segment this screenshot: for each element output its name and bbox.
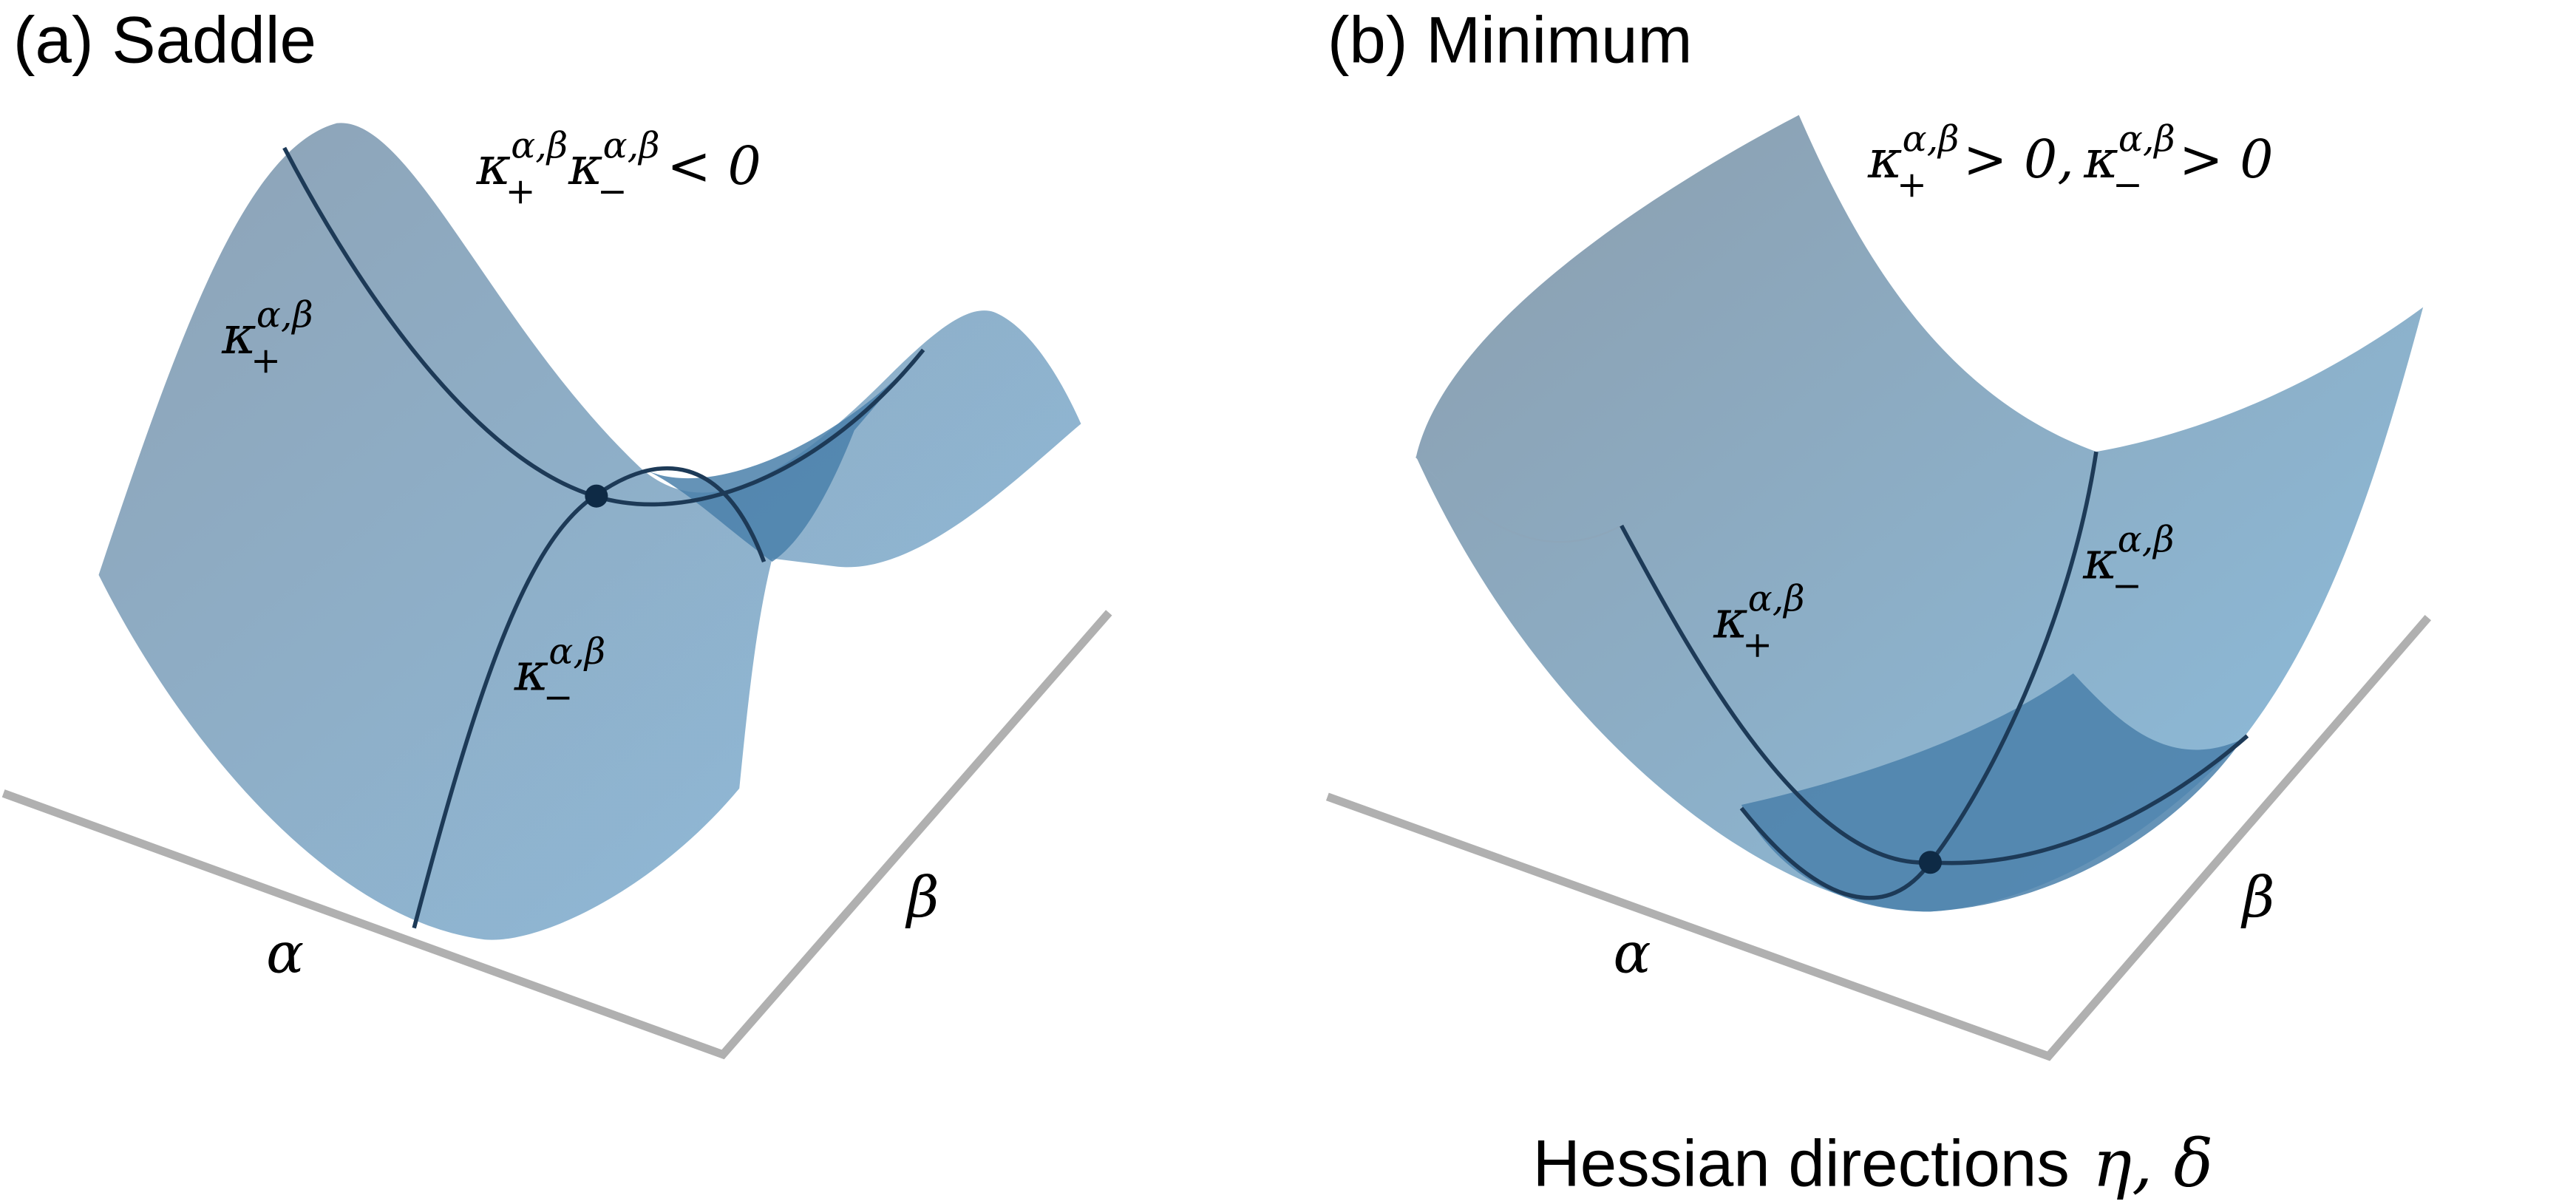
condition-label: κα,β+> 0,κα,β−> 0 [1867,118,2273,205]
saddle-underside [648,350,924,562]
critical-point [585,484,608,508]
curve-kappa-minus [412,466,767,929]
condition-label: κα,β+κα,β−< 0 [476,124,761,212]
kappa-minus-label: κα,β− [514,630,605,718]
panel-minimum: (b) Minimum κα,β+> 0,κα,β−> 0 κα,β+ κα,β… [1325,3,2432,1061]
bowl-dark-region [1741,673,2243,912]
axis-lines [1,610,1112,1060]
panel-saddle: (a) Saddle κα,β+κα,β−< 0 κα,β+ κα,β− α β [1,3,1112,1060]
axis-lines [1325,614,2432,1061]
saddle-surface [98,123,1081,940]
curve-kappa-minus [1739,451,2098,900]
kappa-plus-label: κα,β+ [221,293,313,381]
kappa-plus-label: κα,β+ [1713,578,1804,666]
axis-label-beta: β [905,865,939,930]
kappa-minus-label: κα,β− [2082,519,2174,607]
bowl-back-rim [1416,456,1622,543]
axis-label-alpha: α [1614,921,1651,986]
axis-label-alpha: α [266,921,304,986]
panel-title: (a) Saddle [13,3,316,76]
panel-title: (b) Minimum [1328,3,1693,76]
critical-point [1918,851,1943,874]
axis-label-beta: β [2240,865,2275,930]
bowl-surface [1416,115,2424,912]
curve-kappa-plus [1620,524,2249,865]
